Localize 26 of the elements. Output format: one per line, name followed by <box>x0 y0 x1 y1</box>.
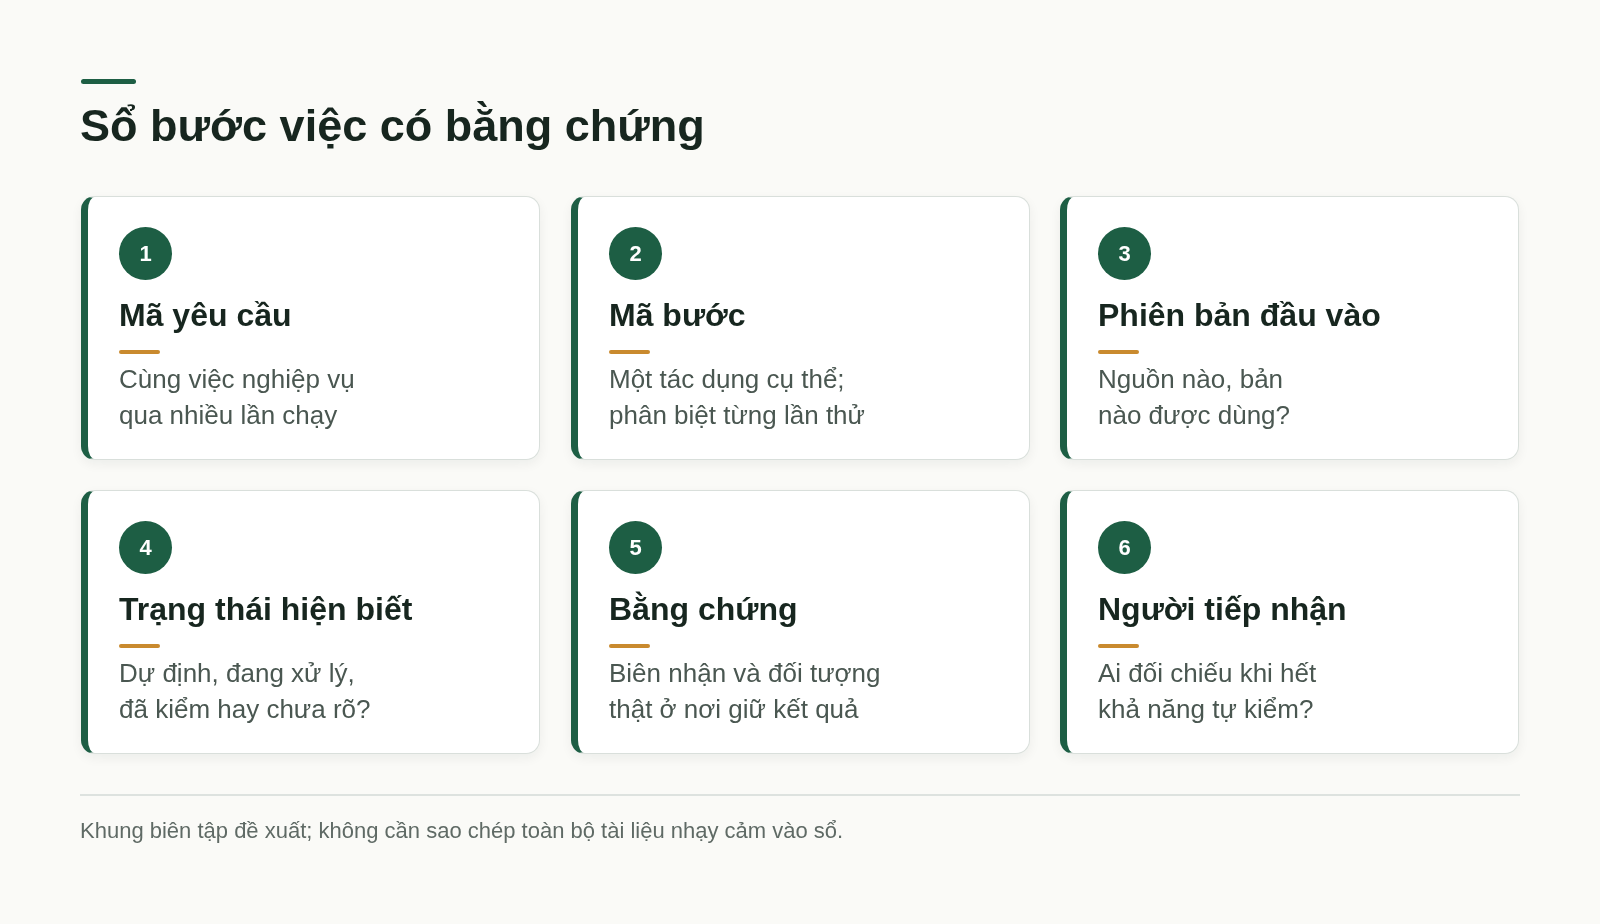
card-description: Dự định, đang xử lý, đã kiểm hay chưa rõ? <box>119 657 372 726</box>
footnote-text: Khung biên tập đề xuất; không cần sao chép toàn bộ tài liệu nhạy cảm vào sổ. <box>80 817 844 845</box>
step-number-badge: 2 <box>609 227 662 280</box>
step-card <box>1060 490 1519 754</box>
card-description: Cùng việc nghiệp vụ qua nhiều lần chạy <box>119 363 356 432</box>
step-number-badge: 1 <box>119 227 172 280</box>
card-heading: Trạng thái hiện biết <box>119 590 413 629</box>
step-number-badge: 4 <box>119 521 172 574</box>
step-card <box>81 490 540 754</box>
step-number-badge: 6 <box>1098 521 1151 574</box>
step-number-badge: 3 <box>1098 227 1151 280</box>
diagram-title: Sổ bước việc có bằng chứng <box>80 99 705 153</box>
card-heading: Mã yêu cầu <box>119 296 292 335</box>
step-card <box>1060 196 1519 460</box>
card-description: Biên nhận và đối tượng thật ở nơi giữ kết quả <box>609 657 882 726</box>
card-heading: Người tiếp nhận <box>1098 590 1347 629</box>
card-description: Một tác dụng cụ thể; phân biệt từng lần thử <box>609 363 866 432</box>
card-description: Nguồn nào, bản nào được dùng? <box>1098 363 1292 432</box>
card-description: Ai đối chiếu khi hết khả năng tự kiểm? <box>1098 657 1318 726</box>
step-number-badge: 5 <box>609 521 662 574</box>
card-heading: Bằng chứng <box>609 590 798 629</box>
card-heading: Mã bước <box>609 296 746 335</box>
step-card <box>571 490 1030 754</box>
step-card <box>81 196 540 460</box>
card-heading: Phiên bản đầu vào <box>1098 296 1381 335</box>
step-card <box>571 196 1030 460</box>
